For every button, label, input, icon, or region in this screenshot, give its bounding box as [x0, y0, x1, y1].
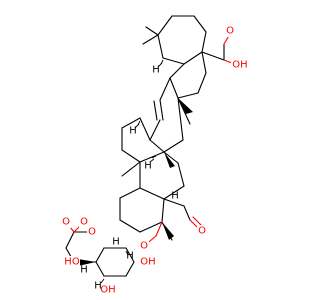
stereo-hydrogen-1: H: [152, 65, 160, 76]
stereo-hydrogen-3: H: [144, 161, 152, 172]
ring-oxygen-label: O: [88, 227, 96, 238]
carbon-bonds: [65, 15, 225, 277]
stereo-wedges: [78, 98, 193, 266]
carboxyl-oxygen-label: O: [226, 26, 234, 37]
ester-carbonyl-oxygen-label: O: [62, 217, 70, 228]
stereo-hydrogen-2: H: [129, 126, 137, 137]
sugar-hydrogen-4: H: [112, 237, 120, 248]
stereo-hydrogen-4: H: [171, 191, 179, 202]
hydroxyl-left-label: HO: [64, 257, 80, 268]
carboxyl-hydroxyl-label: OH: [232, 60, 247, 71]
sugar-hydrogen-1: H: [126, 251, 134, 262]
atom-labels: OH O O O O O O HO OH OH H H H H H H H H: [61, 25, 248, 296]
sugar-hydrogen-3: H: [80, 265, 88, 276]
molecule-structure: OH O O O O O O HO OH OH H H H H H H H H: [61, 15, 248, 296]
hydroxyl-right-label: OH: [140, 257, 155, 268]
sugar-hydrogen-2: H: [94, 281, 102, 292]
ester-oxygen-label: O: [80, 217, 88, 228]
hydroxyl-bottom-label: OH: [100, 285, 115, 296]
stereo-hatches: [100, 59, 164, 284]
aldehyde-oxygen-label: O: [198, 226, 206, 237]
glycoside-oxygen-label: O: [140, 241, 148, 252]
